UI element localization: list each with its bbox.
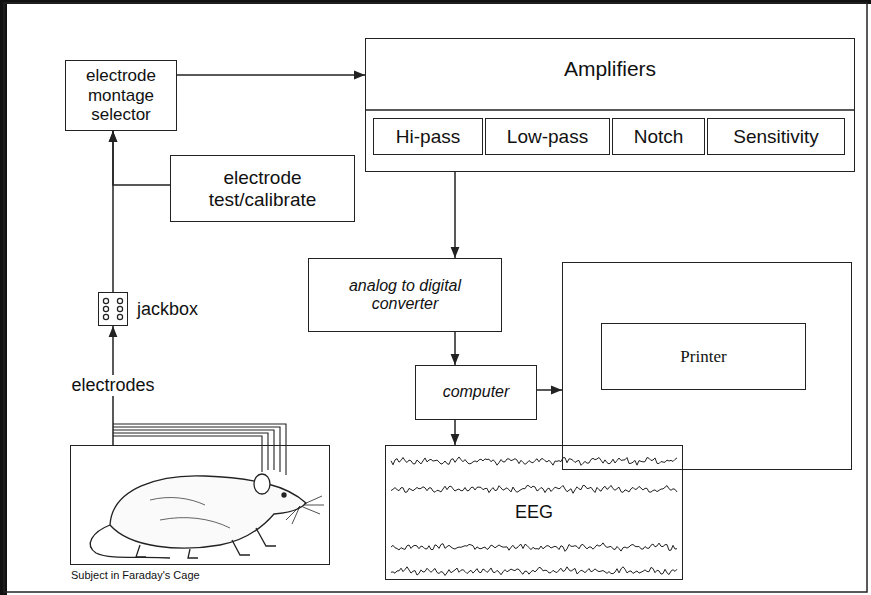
node-label: Subject in Faraday's Cage xyxy=(71,569,200,582)
printer-box: Printer xyxy=(601,323,806,390)
electrode-wire xyxy=(113,433,268,470)
node-label: electrode test/calibrate xyxy=(171,165,354,213)
converter-box: analog to digital converter xyxy=(308,258,502,332)
eeg-trace xyxy=(391,485,677,493)
jack-socket xyxy=(117,314,122,319)
node-label: EEG xyxy=(510,500,558,525)
eeg-display: EEG xyxy=(385,445,683,580)
jack-socket xyxy=(103,306,108,311)
connector-arrow xyxy=(113,131,170,185)
node-label: analog to digital converter xyxy=(309,275,501,316)
computer-box: computer xyxy=(415,365,537,420)
node-label: Low-pass xyxy=(502,124,593,150)
node-label: computer xyxy=(438,381,515,403)
connector-arrow xyxy=(454,420,456,445)
node-label: electrode montage selector xyxy=(66,64,176,127)
jack-socket xyxy=(103,298,108,303)
rat-body xyxy=(110,476,306,548)
jackbox: jackbox xyxy=(98,292,128,326)
node-label: Amplifiers xyxy=(366,57,854,81)
selector-box: electrode montage selector xyxy=(65,60,177,131)
connector-arrow xyxy=(537,389,562,391)
node-label: Printer xyxy=(675,345,731,369)
electrode-wire xyxy=(113,436,262,472)
connector-arrow xyxy=(177,74,365,76)
filter-box: Notch xyxy=(612,118,705,155)
jack-sockets xyxy=(103,298,122,319)
rat-fur xyxy=(150,498,230,528)
edge-label: electrodes xyxy=(68,375,157,396)
amplifier-divider xyxy=(366,109,854,111)
eeg-trace xyxy=(391,457,677,465)
electrode-wire xyxy=(113,424,286,475)
connector-arrow xyxy=(454,172,456,258)
jack-socket xyxy=(103,314,108,319)
eeg-trace xyxy=(391,567,677,576)
node-label: Sensitivity xyxy=(728,124,824,150)
filter-box: Hi-pass xyxy=(373,118,483,155)
electrode-wire xyxy=(113,430,274,470)
electrode-wire xyxy=(113,427,280,472)
rat-legs xyxy=(136,528,276,558)
filter-box: Low-pass xyxy=(485,118,610,155)
faraday-cage: Subject in Faraday's Cage xyxy=(70,445,330,565)
node-label: Notch xyxy=(629,124,689,150)
rat-eye xyxy=(282,493,286,497)
sensitivity-box: Sensitivity xyxy=(707,118,845,155)
electrode-wires xyxy=(113,424,286,475)
calibrate-box: electrode test/calibrate xyxy=(170,155,355,222)
jack-socket xyxy=(117,306,122,311)
node-label: jackbox xyxy=(137,299,198,320)
eeg-trace xyxy=(391,543,677,551)
eeg-traces xyxy=(391,457,677,576)
amplifier-box: Hi-pass Low-pass Notch Sensitivity Amplifier… xyxy=(365,38,855,172)
rat-illustration xyxy=(90,474,324,558)
rat-whiskers xyxy=(286,496,324,524)
printer-housing: Printer xyxy=(562,262,852,470)
jack-socket xyxy=(117,298,122,303)
rat-tail xyxy=(90,525,170,558)
connector-arrow xyxy=(454,332,456,365)
rat-ear xyxy=(254,474,270,494)
frame xyxy=(4,3,867,592)
node-label: Hi-pass xyxy=(391,124,465,150)
